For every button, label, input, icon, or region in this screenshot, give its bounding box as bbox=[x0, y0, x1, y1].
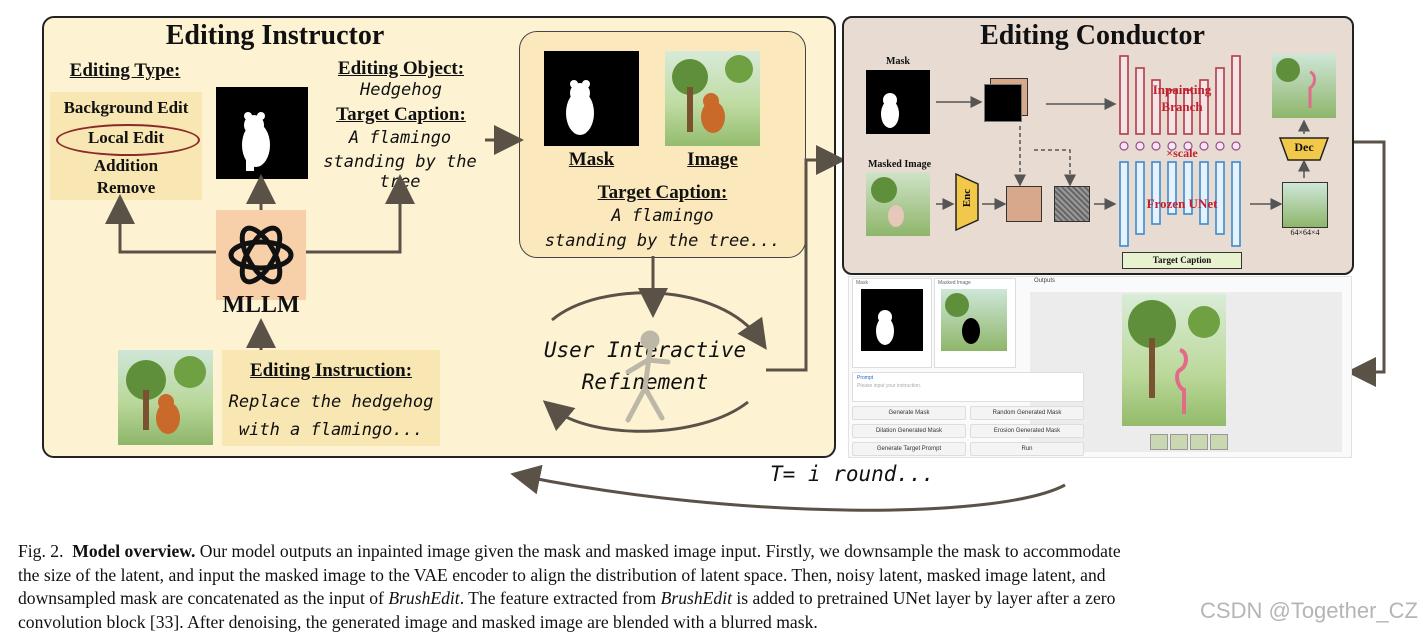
caption-line3-b: . The feature extracted from bbox=[459, 588, 657, 608]
caption-italic-brushedit-1: BrushEdit bbox=[388, 588, 460, 608]
editing-type-header: Editing Type: bbox=[69, 60, 181, 81]
type-background-edit: Background Edit bbox=[63, 98, 189, 117]
mask-latent-front bbox=[984, 84, 1022, 122]
box-target-caption-line2: standing by the tree... bbox=[544, 231, 781, 251]
caption-line3-c: is added to pretrained UNet layer by lay… bbox=[736, 588, 1116, 608]
ui-masked-image-tab: Masked Image bbox=[938, 280, 971, 286]
caption-line-1: Fig. 2. Model overview. Our model output… bbox=[18, 540, 1398, 564]
latent-dims: 64×64×4 bbox=[1290, 228, 1320, 237]
ui-prompt-label: Prompt bbox=[857, 375, 874, 381]
inpainting-branch-line1: Inpainting bbox=[1152, 82, 1212, 97]
caption-bold: Model overview. bbox=[72, 541, 196, 561]
caption-line1-rest: Our model outputs an inpainted image giv… bbox=[199, 541, 1121, 561]
mllm-box bbox=[216, 210, 306, 300]
ui-masked-image-canvas[interactable] bbox=[941, 289, 1007, 351]
mask-thumbnail bbox=[216, 87, 308, 179]
noisy-latent bbox=[1054, 186, 1090, 222]
mask-preview bbox=[544, 51, 639, 146]
conductor-mask bbox=[866, 70, 930, 134]
ui-prompt-placeholder: Please input your instruction. bbox=[857, 383, 922, 389]
editing-instruction-header: Editing Instruction: bbox=[249, 360, 413, 381]
editing-instructor-title: Editing Instructor bbox=[165, 20, 385, 51]
box-target-caption-line1: A flamingo bbox=[611, 206, 714, 226]
ui-prompt-box[interactable]: Prompt Please input your instruction. bbox=[852, 372, 1084, 402]
image-label: Image bbox=[687, 149, 738, 170]
ui-random-mask-button[interactable]: Random Generated Mask bbox=[970, 406, 1084, 420]
figure-caption: Fig. 2. Model overview. Our model output… bbox=[18, 540, 1398, 634]
ui-thumb-1[interactable] bbox=[1150, 434, 1168, 450]
ui-thumb-4[interactable] bbox=[1210, 434, 1228, 450]
target-caption-header: Target Caption: bbox=[336, 104, 466, 125]
box-target-caption-header: Target Caption: bbox=[597, 182, 728, 203]
round-label: T= i round... bbox=[770, 462, 935, 486]
caption-line-3: downsampled mask are concatenated as the… bbox=[18, 587, 1398, 611]
caption-prefix: Fig. 2. bbox=[18, 541, 64, 561]
editing-object-header: Editing Object: bbox=[337, 58, 465, 79]
ui-run-button[interactable]: Run bbox=[970, 442, 1084, 456]
frozen-unet-label: Frozen UNet bbox=[1146, 196, 1218, 211]
editing-instruction-box bbox=[222, 350, 440, 446]
output-latent bbox=[1282, 182, 1328, 228]
caption-italic-brushedit-2: BrushEdit bbox=[660, 588, 732, 608]
watermark: CSDN @Together_CZ bbox=[1200, 598, 1418, 623]
type-local-edit: Local Edit bbox=[87, 128, 165, 147]
ui-thumb-2[interactable] bbox=[1170, 434, 1188, 450]
conductor-masked-image-label: Masked Image bbox=[867, 159, 932, 170]
local-edit-highlight bbox=[56, 124, 200, 156]
editing-instruction-line2: with a flamingo... bbox=[238, 420, 424, 440]
ui-mask-canvas[interactable] bbox=[861, 289, 923, 351]
ui-outputs-tab[interactable]: Outputs bbox=[1034, 278, 1056, 284]
conductor-masked-image bbox=[866, 172, 930, 236]
target-caption-bar: Target Caption bbox=[1122, 252, 1242, 269]
ui-masked-image-panel[interactable]: Masked Image bbox=[934, 278, 1016, 368]
ui-dilation-mask-button[interactable]: Dilation Generated Mask bbox=[852, 424, 966, 438]
ui-generate-prompt-button[interactable]: Generate Target Prompt bbox=[852, 442, 966, 456]
caption-line3-a: downsampled mask are concatenated as the… bbox=[18, 588, 384, 608]
ui-thumb-3[interactable] bbox=[1190, 434, 1208, 450]
editing-instruction-line1: Replace the hedgehog bbox=[228, 392, 434, 412]
type-remove: Remove bbox=[96, 178, 156, 197]
decoder-block bbox=[1278, 137, 1330, 161]
conductor-mask-label: Mask bbox=[886, 56, 910, 67]
image-preview bbox=[665, 51, 760, 146]
mllm-label: MLLM bbox=[222, 292, 300, 318]
ui-erosion-mask-button[interactable]: Erosion Generated Mask bbox=[970, 424, 1084, 438]
mask-label: Mask bbox=[568, 149, 615, 170]
editing-conductor-title: Editing Conductor bbox=[980, 20, 1205, 51]
image-latent bbox=[1006, 186, 1042, 222]
ui-output-image[interactable] bbox=[1122, 294, 1226, 426]
dec-label: Dec bbox=[1294, 140, 1314, 154]
openai-logo-icon bbox=[228, 225, 294, 285]
inpainting-branch-line2: Branch bbox=[1161, 99, 1203, 114]
target-caption-line1: A flamingo bbox=[348, 128, 452, 148]
ui-mask-tab: Mask bbox=[856, 280, 868, 286]
ui-generate-mask-button[interactable]: Generate Mask bbox=[852, 406, 966, 420]
caption-line-2: the size of the latent, and input the ma… bbox=[18, 564, 1106, 585]
source-image-hedgehog bbox=[118, 350, 213, 445]
editing-object-value: Hedgehog bbox=[360, 80, 442, 100]
type-addition: Addition bbox=[93, 156, 159, 175]
scale-label: ×scale bbox=[1166, 146, 1198, 160]
unet-diagram bbox=[1119, 55, 1241, 247]
caption-line-4: convolution block [33]. After denoising,… bbox=[18, 611, 818, 632]
decoded-image bbox=[1272, 54, 1336, 118]
ui-mask-panel[interactable]: Mask bbox=[852, 278, 932, 368]
encoder-block bbox=[955, 172, 979, 232]
